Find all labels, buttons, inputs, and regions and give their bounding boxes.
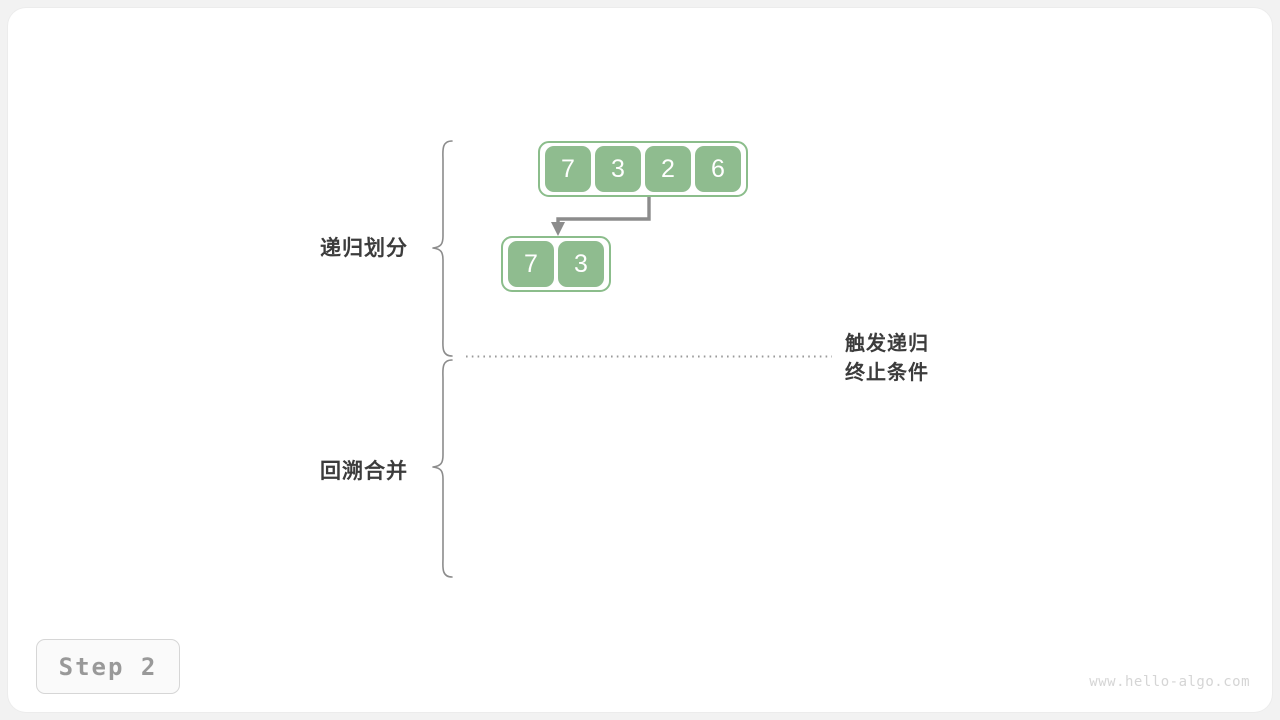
site-watermark: www.hello-algo.com [1089, 674, 1250, 690]
array-cell: 3 [558, 241, 604, 287]
array-cell: 7 [508, 241, 554, 287]
base-case-annotation-line1: 触发递归 [845, 333, 929, 355]
base-case-annotation-line2: 终止条件 [845, 362, 929, 384]
section-label-merge: 回溯合并 [320, 460, 408, 483]
array-cell: 7 [545, 146, 591, 192]
section-label-divide: 递归划分 [320, 237, 408, 260]
array-cell: 6 [695, 146, 741, 192]
array-cell: 3 [595, 146, 641, 192]
step-badge: Step 2 [36, 639, 180, 694]
white-card-background [8, 8, 1272, 712]
array-cell: 2 [645, 146, 691, 192]
base-case-annotation: 触发递归 终止条件 [845, 330, 929, 388]
